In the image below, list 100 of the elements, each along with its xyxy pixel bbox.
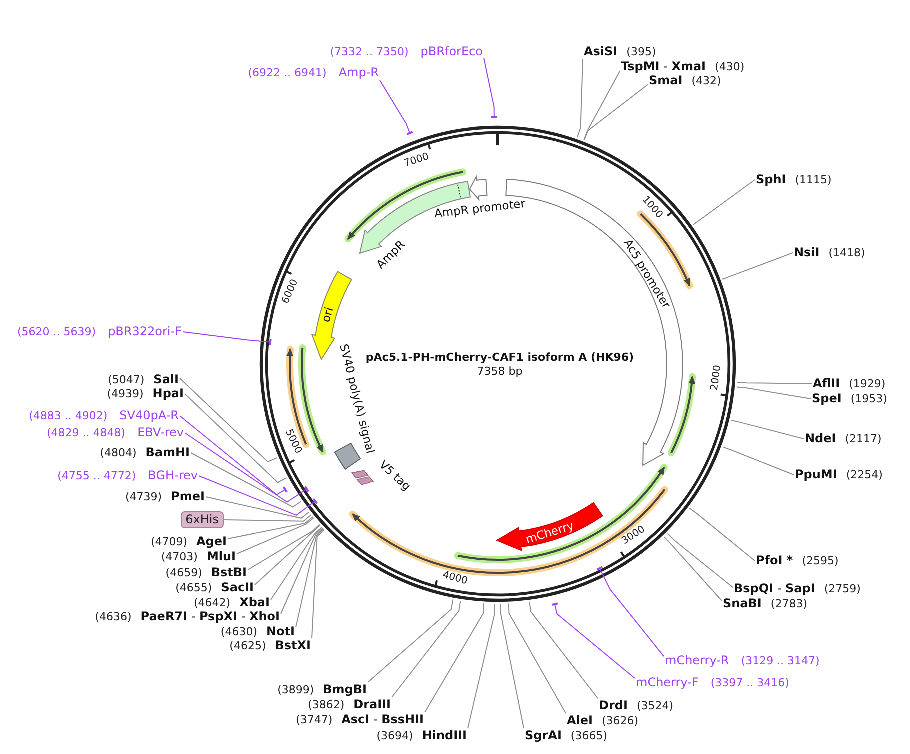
cut-position: (4804) bbox=[100, 446, 137, 460]
enzyme-name: DrdI bbox=[599, 698, 628, 712]
enzyme-name: AscI - BssHII bbox=[342, 712, 424, 726]
enzyme-name: PpuMI bbox=[795, 468, 838, 482]
enzyme-name: AflII bbox=[813, 376, 840, 390]
cut-position: (4659) bbox=[166, 566, 202, 580]
enzyme-name: PmeI bbox=[171, 490, 205, 504]
leader-line bbox=[180, 416, 288, 496]
cut-position: (2117) bbox=[845, 432, 882, 446]
leader-line bbox=[380, 80, 414, 136]
cut-position: (3665) bbox=[570, 730, 608, 744]
enzyme-name: DraIII bbox=[354, 698, 391, 712]
leader-line bbox=[228, 516, 314, 540]
cut-position: (4939) bbox=[107, 388, 144, 402]
scale-label: 6000 bbox=[282, 278, 301, 306]
leader-line bbox=[392, 600, 462, 698]
enzyme-name: SacII bbox=[221, 580, 254, 594]
enzyme-name: BamHI bbox=[146, 446, 190, 460]
enzyme-name: NdeI bbox=[805, 432, 836, 446]
cut-position: (3747) bbox=[296, 714, 333, 728]
enzyme-name: BstBI bbox=[211, 566, 247, 580]
enzyme-name: XbaI bbox=[240, 596, 270, 610]
scale-label: 4000 bbox=[441, 570, 468, 587]
cut-position: (4642) bbox=[194, 596, 231, 610]
primer-range: (6922 .. 6941) bbox=[248, 66, 327, 80]
enzyme-name: PaeR7I - PspXI - XhoI bbox=[140, 610, 280, 624]
scale-label: 2000 bbox=[710, 364, 724, 391]
enzyme-name: NsiI bbox=[794, 246, 820, 260]
primer-range: (4883 .. 4902) bbox=[29, 410, 108, 424]
enzyme-name: AleI bbox=[567, 714, 594, 728]
leader-line bbox=[190, 452, 302, 508]
cut-position: (1929) bbox=[849, 378, 886, 392]
cut-position: (2595) bbox=[802, 554, 839, 568]
leader-line bbox=[184, 432, 310, 503]
scale-label: 5000 bbox=[283, 428, 304, 456]
cut-position: (4709) bbox=[150, 536, 188, 550]
cut-position: (1115) bbox=[795, 174, 832, 188]
cut-position: (3862) bbox=[308, 698, 345, 712]
feature-label: V5 tag bbox=[377, 458, 414, 494]
enzyme-name: SnaBI bbox=[723, 596, 762, 610]
map-title: pAc5.1-PH-mCherry-CAF1 isoform A (HK96) bbox=[366, 351, 634, 365]
cut-position: (4655) bbox=[176, 582, 212, 596]
enzyme-name: AgeI bbox=[196, 534, 227, 548]
cut-position: (1953) bbox=[850, 392, 888, 406]
leader-line bbox=[736, 382, 812, 384]
leader-line bbox=[270, 526, 323, 600]
cut-position: (3694) bbox=[376, 730, 414, 744]
leader-line bbox=[596, 566, 664, 657]
feature-label: ori bbox=[320, 306, 336, 324]
leader-line bbox=[280, 528, 324, 614]
cut-position: (432) bbox=[692, 74, 722, 88]
primer-range: (3397 .. 3416) bbox=[710, 676, 790, 690]
primer-name: BGH-rev bbox=[148, 468, 198, 482]
leader-line bbox=[722, 446, 794, 476]
leader-line bbox=[184, 394, 288, 484]
primer-range: (3129 .. 3147) bbox=[741, 654, 820, 668]
cut-position: (3524) bbox=[636, 700, 674, 714]
enzyme-name: SmaI bbox=[649, 74, 683, 88]
leader-line bbox=[730, 420, 804, 440]
leader-line bbox=[500, 603, 524, 729]
leader-line bbox=[689, 508, 756, 562]
primer-range: (5620 .. 5639) bbox=[18, 326, 96, 340]
enzyme-name: BspQI - SapI bbox=[734, 582, 816, 596]
cut-position: (430) bbox=[715, 60, 745, 74]
leader-line bbox=[584, 71, 620, 140]
cut-position: (3626) bbox=[602, 714, 639, 728]
leader-line bbox=[576, 59, 584, 138]
enzyme-name: MluI bbox=[206, 550, 236, 564]
enzyme-name: TspMI - XmaI bbox=[621, 60, 706, 74]
primer-name: SV40pA-R bbox=[120, 408, 179, 422]
leader-line bbox=[667, 533, 734, 588]
leader-line bbox=[198, 476, 318, 516]
cut-position: (2783) bbox=[770, 598, 808, 612]
primer-range: (7332 .. 7350) bbox=[330, 46, 409, 60]
enzyme-name: NotI bbox=[266, 624, 295, 638]
leader-line bbox=[206, 496, 310, 519]
enzyme-name: BmgBI bbox=[323, 682, 367, 696]
feature-label: AmpR promoter bbox=[434, 197, 526, 221]
enzyme-name: HindIII bbox=[422, 728, 467, 742]
cut-position: (4630) bbox=[220, 626, 258, 640]
leader-line bbox=[254, 524, 321, 586]
leader-line bbox=[224, 514, 312, 522]
leader-line bbox=[584, 84, 648, 141]
leader-line bbox=[693, 180, 756, 226]
enzyme-name: HpaI bbox=[152, 386, 184, 400]
primer-name: Amp-R bbox=[338, 66, 379, 80]
primer-name: EBV-rev bbox=[138, 426, 184, 440]
cut-position: (2254) bbox=[846, 468, 883, 482]
cut-position: (1418) bbox=[828, 246, 866, 260]
leader-line bbox=[180, 378, 278, 463]
leader-line bbox=[484, 58, 498, 118]
leader-line bbox=[529, 601, 598, 699]
leader-line bbox=[182, 332, 272, 346]
enzyme-name: PfoI * bbox=[756, 554, 794, 568]
enzyme-name: AsiSI bbox=[584, 44, 618, 58]
enzyme-name: BstXI bbox=[275, 638, 311, 652]
cut-position: (3899) bbox=[278, 684, 314, 698]
leader-line bbox=[424, 603, 485, 713]
sequence-length: 7358 bp bbox=[477, 365, 523, 379]
cut-position: (5047) bbox=[108, 374, 145, 388]
